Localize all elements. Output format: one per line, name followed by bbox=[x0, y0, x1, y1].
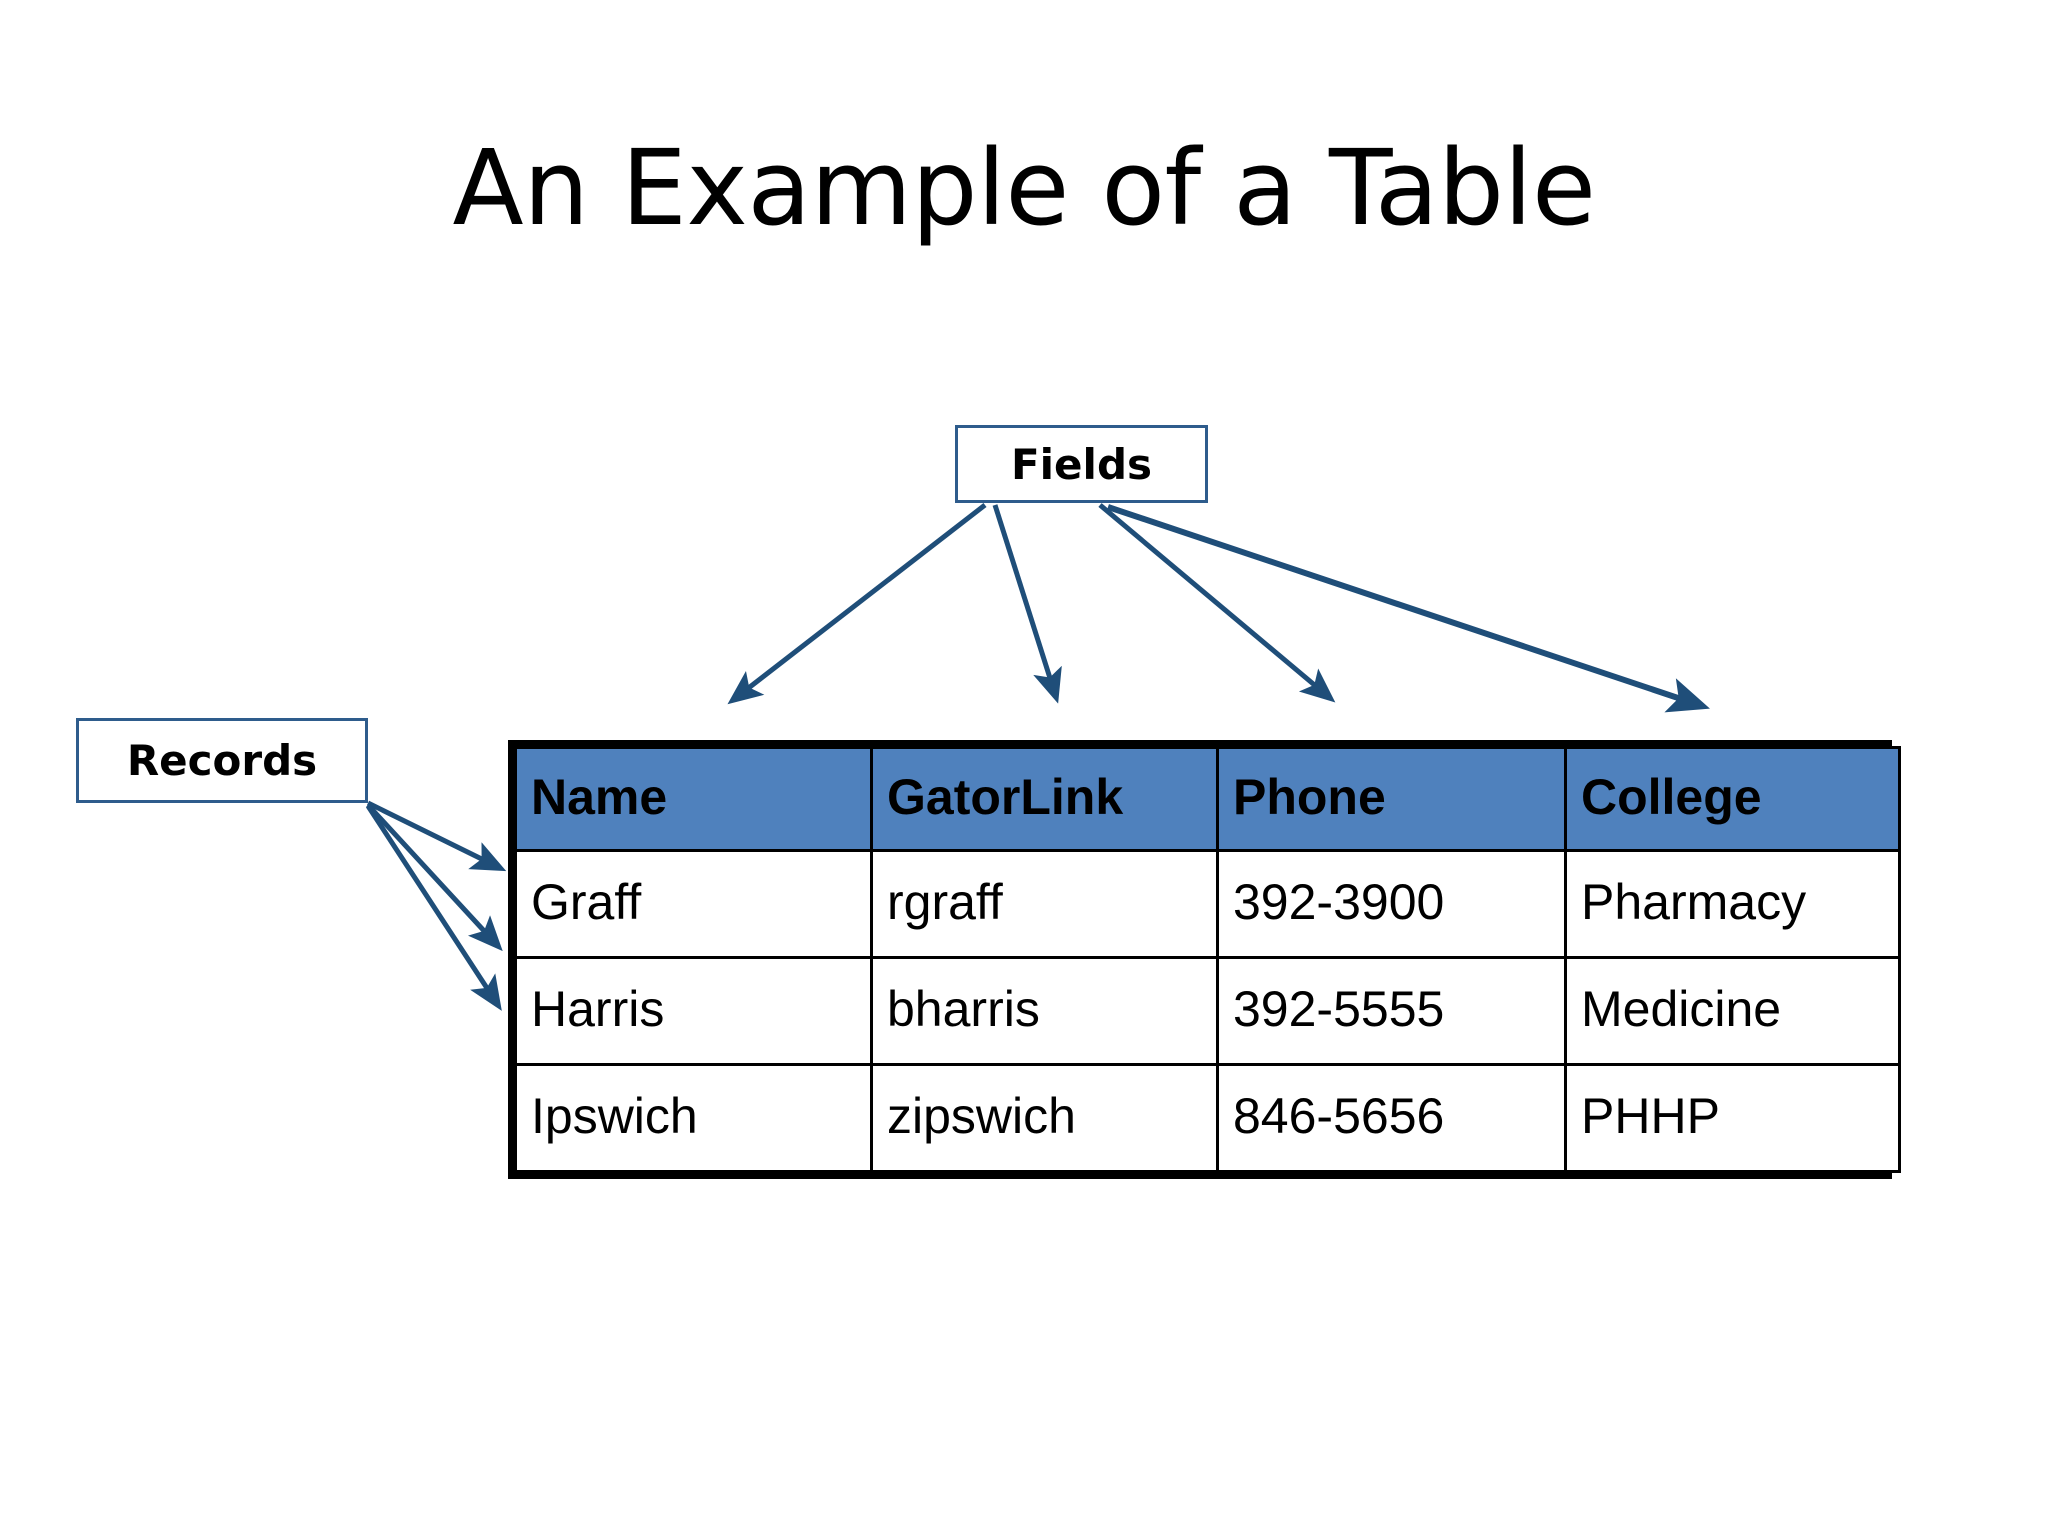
column-header-name[interactable]: Name bbox=[514, 746, 873, 852]
callout-fields[interactable]: Fields bbox=[955, 425, 1208, 503]
cell-gatorlink: rgraff bbox=[870, 849, 1219, 959]
callout-fields-label: Fields bbox=[1010, 439, 1153, 489]
arrow-fields-to-gatorlink bbox=[992, 504, 1062, 704]
table-row: Ipswich zipswich 846-5656 PHHP bbox=[514, 1063, 1901, 1173]
cell-phone: 392-5555 bbox=[1216, 956, 1567, 1066]
data-table-container: Name GatorLink Phone College Graff rgraf… bbox=[508, 740, 1901, 1179]
cell-name: Harris bbox=[514, 956, 873, 1066]
table-row: Graff rgraff 392-3900 Pharmacy bbox=[514, 849, 1901, 959]
cell-college: Pharmacy bbox=[1564, 849, 1901, 959]
cell-name: Graff bbox=[514, 849, 873, 959]
page-title: An Example of a Table bbox=[452, 127, 1596, 249]
callout-records[interactable]: Records bbox=[76, 718, 368, 803]
cell-phone: 846-5656 bbox=[1216, 1063, 1567, 1173]
table-header-row: Name GatorLink Phone College bbox=[514, 746, 1901, 852]
column-header-phone[interactable]: Phone bbox=[1216, 746, 1567, 852]
arrow-fields-to-phone bbox=[1098, 503, 1336, 703]
callout-records-label: Records bbox=[126, 736, 318, 785]
arrow-records-to-row-3 bbox=[365, 804, 502, 1011]
arrow-fields-to-college bbox=[1107, 504, 1710, 713]
cell-name: Ipswich bbox=[514, 1063, 873, 1173]
cell-gatorlink: bharris bbox=[870, 956, 1219, 1066]
arrow-fields-to-name bbox=[727, 503, 987, 705]
table-row: Harris bharris 392-5555 Medicine bbox=[514, 956, 1901, 1066]
cell-phone: 392-3900 bbox=[1216, 849, 1567, 959]
cell-college: Medicine bbox=[1564, 956, 1901, 1066]
cell-gatorlink: zipswich bbox=[870, 1063, 1219, 1173]
arrow-records-to-row-2 bbox=[366, 803, 503, 952]
column-header-college[interactable]: College bbox=[1564, 746, 1901, 852]
data-table: Name GatorLink Phone College Graff rgraf… bbox=[514, 746, 1901, 1173]
column-header-gatorlink[interactable]: GatorLink bbox=[870, 746, 1219, 852]
cell-college: PHHP bbox=[1564, 1063, 1901, 1173]
arrow-records-to-row-1 bbox=[366, 800, 507, 872]
